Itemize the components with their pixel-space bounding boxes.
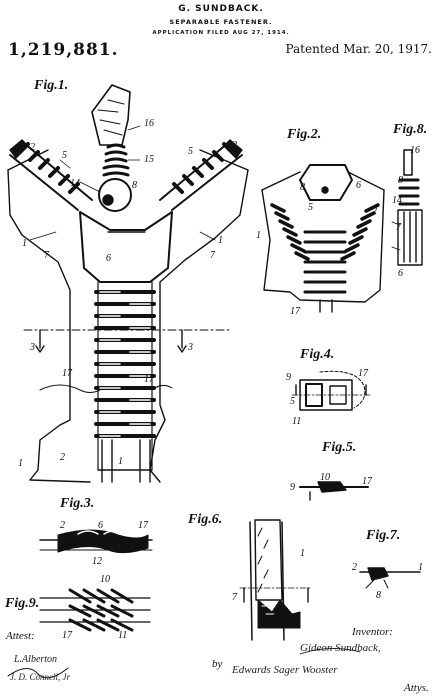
fig8-ref-7: 7 — [396, 222, 401, 233]
ref-16: 16 — [144, 118, 154, 129]
fig5-ref-9: 9 — [290, 482, 295, 493]
fig9-drawing — [39, 588, 151, 632]
fig7-ref-1: 1 — [418, 562, 423, 573]
ref-1-left: 1 — [22, 238, 27, 249]
fig2-label: Fig.2. — [287, 127, 322, 142]
attorney-signature: Edwards Sager Wooster — [232, 664, 338, 676]
fig6-drawing — [239, 519, 313, 641]
ref-17-left: 17 — [62, 368, 72, 379]
fig4-ref-9: 9 — [286, 372, 291, 383]
fig1-drawing — [7, 84, 249, 483]
fig1-label: Fig.1. — [34, 78, 69, 93]
fig2-ref-8: 8 — [300, 182, 305, 193]
fig3-drawing — [39, 529, 153, 554]
fig3-ref-6: 6 — [98, 520, 103, 531]
application-filed-line: APPLICATION FILED AUG 27, 1914. — [152, 30, 290, 36]
fig4-ref-5: 5 — [290, 396, 295, 407]
ref-3-right: 3 — [188, 342, 193, 353]
fig2-ref-17: 17 — [290, 306, 300, 317]
fig2-drawing — [261, 164, 385, 313]
witness-signature-flourish — [7, 667, 69, 679]
ref-1-right: 1 — [218, 235, 223, 246]
fig8-ref-14: 14 — [392, 195, 402, 206]
fig2-ref-5: 5 — [308, 202, 313, 213]
fig6-ref-7: 7 — [232, 592, 237, 603]
attest-label: Attest: — [6, 630, 35, 642]
ref-2-right: 2 — [232, 140, 237, 151]
ref-7-left: 7 — [44, 250, 49, 261]
fig6-ref-3: 3 — [272, 610, 277, 621]
ref-5-right: 5 — [188, 146, 193, 157]
fig4-ref-11: 11 — [292, 416, 302, 427]
fig8-drawing — [391, 149, 423, 266]
fig7-drawing — [359, 567, 421, 589]
ref-2-bottom: 2 — [60, 452, 65, 463]
inventor-label: Inventor: — [352, 626, 393, 638]
ref-3-left: 3 — [30, 342, 35, 353]
ref-2-left: 2 — [30, 142, 35, 153]
fig3-label: Fig.3. — [60, 496, 95, 511]
fig4-drawing — [291, 370, 373, 411]
fig9-ref-17: 17 — [62, 630, 72, 641]
ref-6: 6 — [106, 253, 111, 264]
invention-title: SEPARABLE FASTENER. — [169, 18, 273, 26]
fig7-ref-8: 8 — [376, 590, 381, 601]
fig2-ref-2: 2 — [372, 206, 377, 217]
ref-17-right: 17 — [144, 374, 154, 385]
fig7-label: Fig.7. — [366, 528, 401, 543]
fig6-ref-1: 1 — [300, 548, 305, 559]
fig3-ref-12: 12 — [92, 556, 102, 567]
inventor-signature: Gideon Sundback, — [300, 642, 381, 654]
fig5-ref-10: 10 — [320, 472, 330, 483]
patent-number: 1,219,881. — [8, 40, 119, 60]
fig4-ref-17: 17 — [358, 368, 368, 379]
fig8-label: Fig.8. — [393, 122, 428, 137]
ref-5-left: 5 — [62, 150, 67, 161]
fig8-ref-16: 16 — [410, 145, 420, 156]
fig9-ref-10: 10 — [100, 574, 110, 585]
patent-date: Patented Mar. 20, 1917. — [285, 42, 432, 56]
fig7-ref-2: 2 — [352, 562, 357, 573]
ref-14: 14 — [70, 178, 80, 189]
fig8-ref-6: 6 — [398, 268, 403, 279]
fig9-label: Fig.9. — [5, 596, 40, 611]
fig3-ref-17: 17 — [138, 520, 148, 531]
witness-signature-2: J. D. Connell, Jr — [10, 672, 70, 682]
fig8-ref-8: 8 — [398, 175, 403, 186]
fig4-label: Fig.4. — [300, 347, 335, 362]
ref-8: 8 — [132, 180, 137, 191]
fig5-ref-17: 17 — [362, 476, 372, 487]
fig5-label: Fig.5. — [322, 440, 357, 455]
attys-label: Attys. — [404, 682, 429, 694]
fig9-ref-11: 11 — [118, 630, 128, 641]
by-label: by — [212, 658, 223, 670]
ref-15: 15 — [144, 154, 154, 165]
ref-7-right: 7 — [210, 250, 215, 261]
fig2-ref-1: 1 — [256, 230, 261, 241]
ref-1-bottom-b: 1 — [18, 458, 23, 469]
fig5-drawing — [299, 481, 369, 501]
fig2-ref-6: 6 — [356, 180, 361, 191]
fig6-label: Fig.6. — [188, 512, 223, 527]
fig3-ref-2: 2 — [60, 520, 65, 531]
ref-1-bottom-a: 1 — [118, 456, 123, 467]
witness-signature-1: L.Alberton — [14, 654, 58, 665]
inventor-name-header: G. SUNDBACK. — [178, 4, 264, 14]
